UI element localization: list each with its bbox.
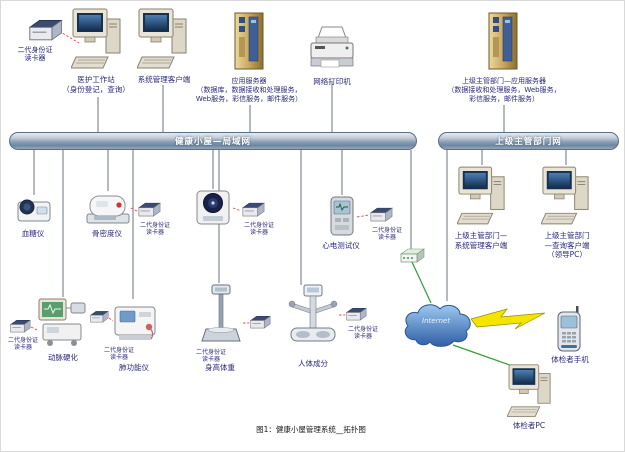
lan-bus-label: 健康小屋—局域网	[174, 137, 251, 147]
upper-admin-computer-icon	[457, 165, 507, 227]
bone-density-device-icon	[85, 191, 131, 225]
id-card-reader-icon	[345, 307, 367, 323]
analyzer-device-icon	[193, 189, 233, 227]
upper-query-computer-icon	[541, 165, 591, 227]
admin-client-label: 系统管理客户端	[137, 75, 191, 84]
height-weight-label: 身高体重	[205, 363, 235, 372]
glucose-meter-icon	[16, 195, 52, 223]
reader-links	[30, 30, 370, 331]
id-card-reader-icon	[27, 19, 63, 44]
id-card-reader-icon	[369, 207, 393, 224]
ecg-tester-icon	[327, 195, 357, 237]
internet-label: Internet	[422, 317, 450, 325]
admin-client-computer-icon	[137, 7, 189, 71]
artery-label: 动脉硬化	[48, 353, 78, 362]
id-card-reader-icon	[249, 315, 271, 331]
lan-bus: 健康小屋—局域网	[9, 132, 417, 150]
id-reader-label: 二代身份证 读卡器	[195, 349, 226, 363]
lightning-bolt-icon	[470, 308, 546, 330]
id-reader-label: 二代身份证 读卡器	[243, 222, 274, 236]
body-composition-device-icon	[287, 283, 339, 345]
diagram-caption: 图1：健康小屋管理系统__拓扑图	[256, 425, 366, 434]
id-reader-label: 二代身份证 读卡器	[371, 227, 402, 241]
workstation-computer-icon	[71, 7, 123, 71]
upper-network-bus-label: 上级主管部门网	[495, 137, 562, 147]
upper-admin-client-label: 上级主管部门— 系统管理客户端	[454, 231, 508, 250]
printer-label: 网络打印机	[313, 77, 351, 86]
bone-density-label: 骨密度仪	[92, 229, 122, 238]
id-card-reader-icon	[9, 319, 31, 335]
id-reader-label: 二代身份证 读卡器	[347, 326, 378, 340]
upper-network-bus: 上级主管部门网	[438, 132, 619, 150]
upper-app-server-icon	[482, 11, 524, 73]
switch-icon	[399, 247, 425, 264]
id-reader-label: 二代身份证 读卡器	[103, 347, 134, 361]
app-server-icon	[228, 11, 270, 73]
lung-label: 肺功能仪	[119, 363, 149, 372]
glucose-label: 血糖仪	[21, 229, 45, 238]
id-card-reader-icon	[137, 202, 161, 219]
id-card-reader-icon	[241, 202, 265, 219]
network-printer-icon	[307, 25, 357, 75]
body-composition-label: 人体成分	[298, 359, 328, 368]
app-server-label: 应用服务器 （数据库，数据接收和处理服务， Web服务，彩信服务，邮件服务）	[195, 77, 303, 103]
id-reader-label: 二代身份证 读卡器	[7, 337, 38, 351]
id-reader-label: 二代身份证 读卡器	[17, 46, 53, 62]
examinee-pc-label: 体检者PC	[512, 421, 546, 430]
examinee-pc-icon	[507, 363, 553, 419]
id-reader-label: 二代身份证 读卡器	[139, 222, 170, 236]
id-card-reader-icon	[89, 310, 109, 325]
lung-function-device-icon	[111, 299, 159, 343]
height-weight-scale-icon	[199, 283, 243, 345]
workstation-label: 医护工作站 （身份登记，查询）	[62, 75, 130, 94]
upper-query-client-label: 上级主管部门 —查询客户端 （领导PC）	[544, 231, 590, 259]
mobile-phone-icon	[553, 305, 585, 353]
ecg-label: 心电测试仪	[322, 241, 360, 250]
phone-label: 体检者手机	[551, 355, 589, 364]
upper-server-label: 上级主管部门—应用服务器 （数据接收和处理服务，Web服务， 彩信服务，邮件服务…	[447, 77, 561, 103]
